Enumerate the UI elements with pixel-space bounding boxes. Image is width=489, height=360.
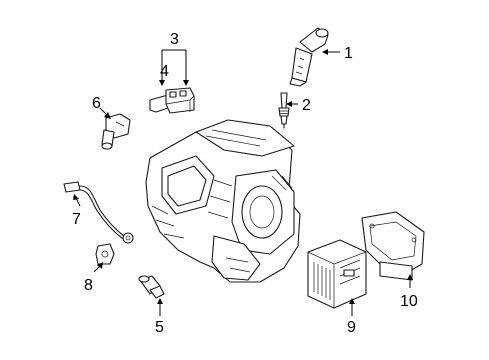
callout-8: 8: [84, 277, 93, 294]
oxygen-sensor: [63, 181, 134, 244]
engine-assembly: [145, 119, 301, 283]
callout-1: 1: [344, 45, 353, 62]
camshaft-sensor: [101, 113, 131, 150]
knock-sensor: [95, 243, 115, 265]
control-module-bracket: [149, 87, 195, 114]
ignition-coil: [289, 27, 329, 87]
crankshaft-sensor: [138, 275, 165, 299]
callout-10: 10: [400, 293, 418, 310]
callout-4: 4: [160, 63, 169, 80]
callout-9: 9: [347, 319, 356, 336]
ecu-bracket: [361, 211, 425, 281]
callout-numbers: 1 2 3 4 5 6 7 8 9 10: [72, 31, 418, 336]
callout-5: 5: [155, 319, 164, 336]
callout-7: 7: [72, 211, 81, 228]
callout-6: 6: [92, 95, 101, 112]
engine-control-unit: [307, 239, 367, 309]
leader-lines: [73, 49, 413, 316]
callout-2: 2: [302, 97, 311, 114]
spark-plug: [278, 92, 290, 129]
callout-3: 3: [170, 31, 179, 48]
